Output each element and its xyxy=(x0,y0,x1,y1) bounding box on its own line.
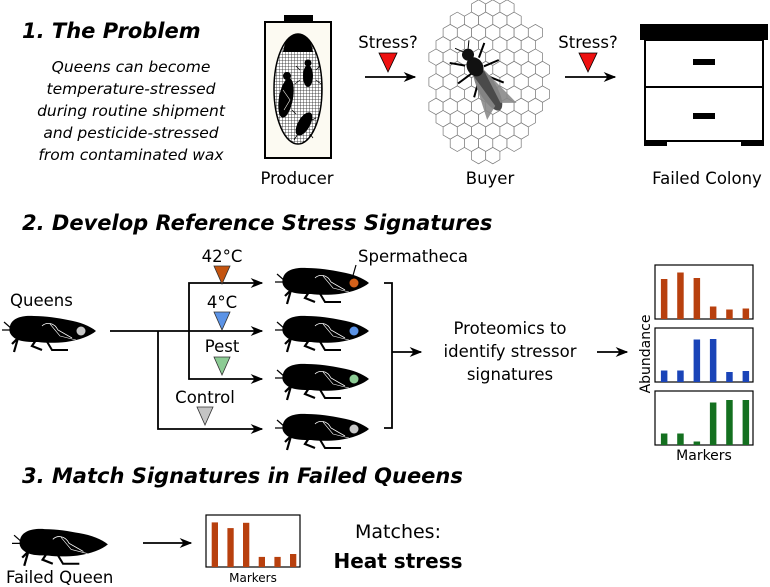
treatment-label: Pest xyxy=(205,337,240,356)
tissue-label: Spermatheca xyxy=(358,247,468,266)
process-line: signatures xyxy=(467,365,553,384)
honeycomb-cell xyxy=(485,146,501,165)
bar xyxy=(211,522,218,567)
spermatheca-dot xyxy=(349,374,359,384)
result-prefix: Matches: xyxy=(355,521,441,543)
treatment-42c: 42°C xyxy=(202,247,243,285)
bar xyxy=(227,528,234,567)
description-line: from contaminated wax xyxy=(38,146,224,164)
bar xyxy=(274,556,281,567)
failed-queen-panel xyxy=(205,514,301,568)
bar xyxy=(693,278,701,319)
bar xyxy=(660,433,668,445)
treatment-marker-icon xyxy=(213,265,231,285)
stage-label-failed-colony: Failed Colony xyxy=(652,169,762,188)
section3-title: 3. Match Signatures in Failed Queens xyxy=(22,464,463,488)
failed-queen-icon xyxy=(10,527,110,567)
result-value: Heat stress xyxy=(333,549,462,573)
bar xyxy=(709,402,717,445)
section1-title: 1. The Problem xyxy=(22,19,201,43)
stage-label-buyer: Buyer xyxy=(466,169,515,188)
honeycomb-cell xyxy=(506,134,522,152)
chart-frame xyxy=(654,327,754,383)
bar xyxy=(290,554,297,567)
bee-icon xyxy=(449,40,517,120)
spermatheca-dot xyxy=(76,326,86,336)
bar xyxy=(677,272,684,319)
signature-panel-pest xyxy=(654,390,754,446)
treatment-4c: 4°C xyxy=(207,293,237,331)
source-label: Queens xyxy=(10,291,73,310)
x-axis-label: Markers xyxy=(229,571,277,585)
transition-label: Stress? xyxy=(358,33,417,52)
section2-title: 2. Develop Reference Stress Signatures xyxy=(22,211,492,235)
bar xyxy=(742,308,750,319)
signature-panel-4c xyxy=(654,327,754,383)
queen-bee-icon xyxy=(0,314,98,354)
treatment-label: Control xyxy=(175,388,235,407)
chart-frame xyxy=(654,264,754,320)
process-line: Proteomics to xyxy=(453,319,566,338)
process-line: identify stressor xyxy=(444,342,577,361)
treated-queen-icon xyxy=(273,362,371,402)
section1-description: Queens can become temperature-stressed d… xyxy=(37,58,226,164)
bar xyxy=(677,433,684,445)
bar xyxy=(726,400,733,445)
bar xyxy=(709,306,717,319)
treatment-marker-icon xyxy=(196,406,214,426)
subject-label: Failed Queen xyxy=(6,568,113,587)
treatment-label: 4°C xyxy=(207,293,237,312)
spermatheca-dot xyxy=(349,326,359,336)
beehive-icon xyxy=(640,24,768,146)
treatment-label: 42°C xyxy=(202,247,243,266)
bar xyxy=(742,371,750,382)
tissue-pointer xyxy=(351,264,357,280)
chart-frame xyxy=(654,390,754,446)
sample-bracket xyxy=(384,282,393,429)
honeycomb-bee-icon xyxy=(428,0,550,165)
bar xyxy=(726,372,733,382)
reference-signature-charts xyxy=(654,264,754,446)
failed-queen-chart xyxy=(205,514,301,568)
description-line: Queens can become xyxy=(52,58,211,76)
treatment-pest: Pest xyxy=(205,337,240,376)
description-line: during routine shipment xyxy=(37,102,226,120)
x-axis-label: Markers xyxy=(676,448,732,464)
treatment-marker-icon xyxy=(213,356,231,376)
chart-frame xyxy=(205,514,301,568)
treated-queen-icon xyxy=(273,266,371,306)
description-line: temperature-stressed xyxy=(47,80,216,98)
bar xyxy=(258,556,265,567)
stress-marker-icon xyxy=(578,52,598,73)
stage-label-producer: Producer xyxy=(260,169,333,188)
bar xyxy=(709,339,717,382)
bar xyxy=(726,309,733,319)
spermatheca-dot xyxy=(349,278,359,288)
description-line: and pesticide-stressed xyxy=(43,124,218,142)
bar xyxy=(693,339,701,382)
treated-queen-icon xyxy=(273,412,371,452)
bar xyxy=(693,441,701,445)
queen-cage-icon xyxy=(264,15,332,159)
bar xyxy=(660,370,668,382)
stress-marker-icon xyxy=(378,52,398,73)
y-axis-label: Abundance xyxy=(638,315,654,394)
bar xyxy=(660,279,668,319)
transition-label: Stress? xyxy=(558,33,617,52)
treatment-marker-icon xyxy=(213,311,231,331)
process-text: Proteomics to identify stressor signatur… xyxy=(444,319,577,384)
signature-panel-42c xyxy=(654,264,754,320)
treated-queen-icon xyxy=(273,314,371,354)
bar xyxy=(742,400,750,445)
treatment-control: Control xyxy=(175,388,235,426)
spermatheca-dot xyxy=(349,424,359,434)
bar xyxy=(243,522,250,567)
bar xyxy=(677,370,684,382)
treatment-branches xyxy=(110,277,264,435)
